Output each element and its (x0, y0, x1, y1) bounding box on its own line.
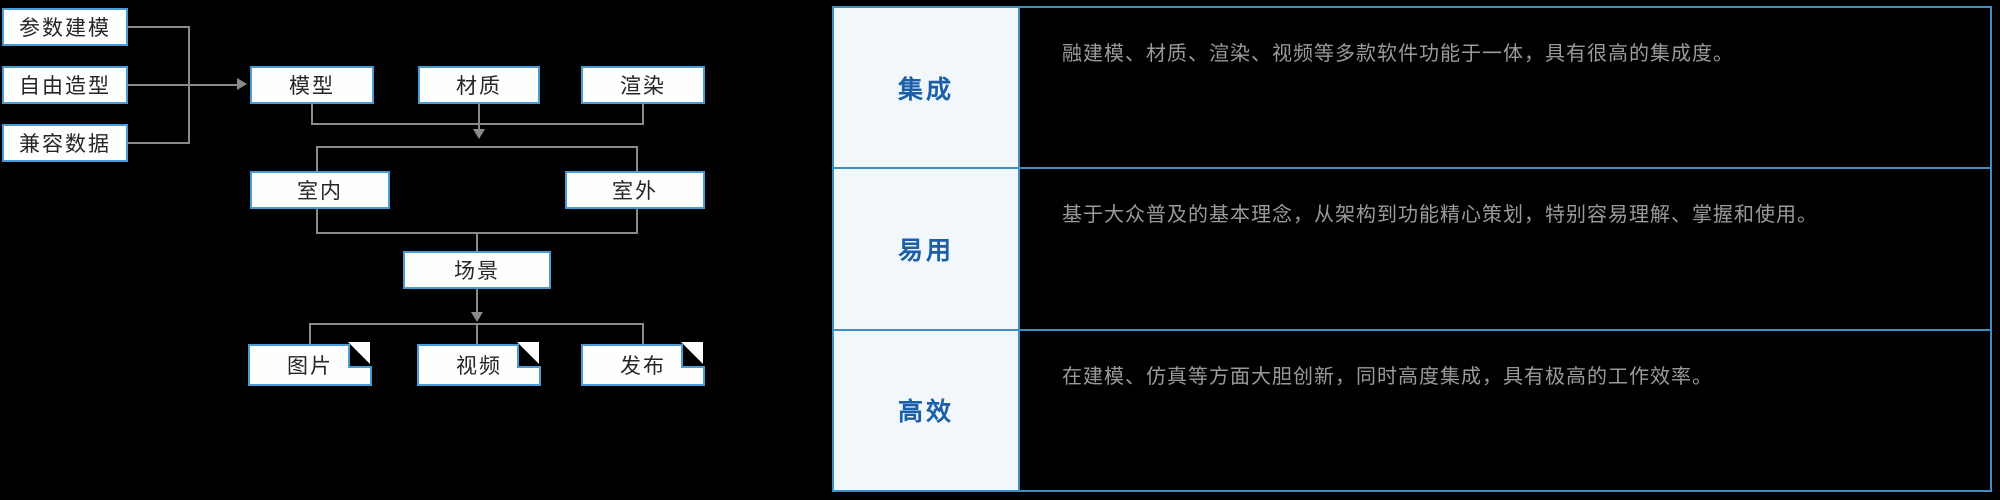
page-fold-icon (348, 342, 372, 368)
flow-node-label: 视频 (456, 355, 502, 378)
flow-node-label: 室外 (612, 180, 658, 203)
flow-node-label: 场景 (454, 260, 500, 283)
connector-output-mid-v (476, 323, 478, 345)
connector-scene-down (476, 289, 478, 315)
flow-node-label: 图片 (287, 355, 333, 378)
connector-material-down (478, 104, 480, 132)
flow-node-label: 自由造型 (19, 75, 111, 98)
connector-mid-left-v (316, 146, 318, 172)
flow-node-output-video[interactable]: 视频 (417, 342, 541, 386)
connector-input2-h (128, 142, 190, 144)
connector-mid-right-v (636, 146, 638, 172)
connector-render-down (642, 104, 644, 124)
connector-top-bus-h (311, 123, 644, 125)
connector-output-right-v (642, 323, 644, 345)
flow-node-outdoor[interactable]: 室外 (565, 171, 705, 209)
connector-input0-h (128, 26, 190, 28)
flow-node-label: 材质 (456, 75, 502, 98)
feature-description-cell: 在建模、仿真等方面大胆创新，同时高度集成，具有极高的工作效率。 (1020, 330, 1990, 490)
connector-input1-h (128, 84, 243, 86)
flow-node-label: 发布 (620, 355, 666, 378)
flow-node-render[interactable]: 渲染 (581, 66, 705, 104)
feature-title-cell: 易用 (834, 169, 1020, 329)
connector-model-down (311, 104, 313, 124)
feature-title-cell: 集成 (834, 8, 1020, 168)
flow-node-input-2[interactable]: 兼容数据 (2, 124, 128, 162)
arrow-into-model (237, 78, 247, 90)
page-fold-icon (517, 342, 541, 368)
connector-scene-in-v (476, 232, 478, 252)
flow-node-label: 渲染 (620, 75, 666, 98)
flow-node-input-1[interactable]: 自由造型 (2, 66, 128, 104)
flow-node-output-image[interactable]: 图片 (248, 342, 372, 386)
feature-title-cell: 高效 (834, 330, 1020, 490)
connector-input-bus-v (188, 26, 190, 144)
connector-outdoor-down (636, 209, 638, 233)
flow-node-indoor[interactable]: 室内 (250, 171, 390, 209)
flow-node-model[interactable]: 模型 (250, 66, 374, 104)
flow-node-label: 参数建模 (19, 17, 111, 40)
table-row: 高效 在建模、仿真等方面大胆创新，同时高度集成，具有极高的工作效率。 (834, 330, 1990, 490)
feature-description-cell: 融建模、材质、渲染、视频等多款软件功能于一体，具有很高的集成度。 (1020, 8, 1990, 168)
flow-node-label: 模型 (289, 75, 335, 98)
feature-table: 集成 融建模、材质、渲染、视频等多款软件功能于一体，具有很高的集成度。 易用 基… (832, 6, 1992, 492)
flow-node-scene[interactable]: 场景 (403, 251, 551, 289)
feature-title: 高效 (897, 398, 954, 427)
table-row: 易用 基于大众普及的基本理念，从架构到功能精心策划，特别容易理解、掌握和使用。 (834, 169, 1990, 331)
page-fold-icon (681, 342, 705, 368)
arrow-into-outputs (471, 312, 483, 322)
flow-node-input-0[interactable]: 参数建模 (2, 8, 128, 46)
feature-title: 易用 (897, 236, 954, 265)
connector-output-left-v (309, 323, 311, 345)
flow-node-label: 兼容数据 (19, 133, 111, 156)
flow-node-output-publish[interactable]: 发布 (581, 342, 705, 386)
feature-title: 集成 (897, 75, 954, 104)
flowchart: 参数建模 自由造型 兼容数据 模型 材质 渲染 (0, 0, 820, 500)
table-row: 集成 融建模、材质、渲染、视频等多款软件功能于一体，具有很高的集成度。 (834, 8, 1990, 170)
connector-mid-split-h (316, 146, 638, 148)
arrow-into-mid (473, 129, 485, 139)
flow-node-material[interactable]: 材质 (418, 66, 540, 104)
feature-description-cell: 基于大众普及的基本理念，从架构到功能精心策划，特别容易理解、掌握和使用。 (1020, 169, 1990, 329)
connector-indoor-down (316, 209, 318, 233)
flow-node-label: 室内 (297, 180, 343, 203)
